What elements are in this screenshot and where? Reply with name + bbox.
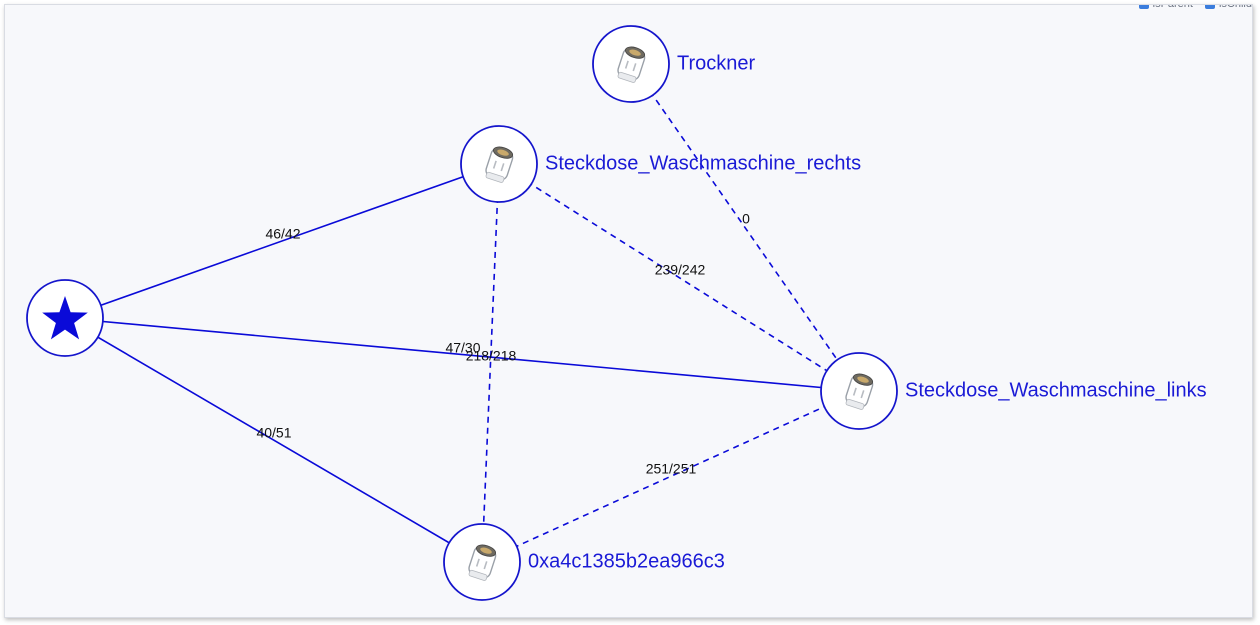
link-rechts-links [498, 163, 860, 392]
link-trockner-links [630, 63, 860, 392]
star-icon [42, 296, 88, 340]
node-links[interactable]: Steckdose_Waschmaschine_links [820, 352, 1207, 430]
link-quality-label: 40/51 [256, 425, 291, 441]
link-coordinator-links [64, 317, 860, 392]
node-label: Steckdose_Waschmaschine_links [905, 379, 1207, 401]
link-coordinator-hex [64, 317, 483, 563]
network-graph: 46/42 47/30 40/51 0 239/242 218/218 251/251 Tr… [26, 25, 1207, 601]
link-rechts-hex [481, 163, 500, 563]
link-quality-label: 0 [742, 211, 750, 227]
node-coordinator[interactable] [26, 279, 104, 357]
node-trockner[interactable]: Trockner [592, 25, 756, 103]
nodes-layer: TrocknerSteckdose_Waschmaschine_rechtsSt… [26, 25, 1207, 601]
link-links-hex [481, 390, 860, 563]
link-quality-label: 218/218 [466, 348, 517, 364]
node-label: Steckdose_Waschmaschine_rechts [545, 152, 861, 174]
legend: isParent isChild [1138, 4, 1252, 10]
edges-layer: 46/42 47/30 40/51 0 239/242 218/218 251/251 [64, 63, 860, 563]
checkbox-icon[interactable] [1138, 5, 1149, 9]
network-map-canvas[interactable]: isParent isChild 46/42 47/30 40/51 0 239/242… [4, 4, 1253, 618]
link-quality-label: 47/30 [445, 340, 480, 356]
legend-item-parent[interactable]: isParent [1138, 4, 1193, 10]
node-label: Trockner [677, 52, 756, 74]
node-hex[interactable]: 0xa4c1385b2ea966c3 [443, 523, 725, 601]
legend-label: isParent [1152, 4, 1193, 10]
legend-label: isChild [1218, 4, 1252, 10]
node-label: 0xa4c1385b2ea966c3 [528, 550, 725, 572]
link-quality-label: 251/251 [646, 461, 697, 477]
node-rechts[interactable]: Steckdose_Waschmaschine_rechts [460, 125, 861, 203]
checkbox-icon[interactable] [1204, 5, 1215, 9]
link-coordinator-rechts [64, 163, 500, 319]
link-quality-label: 239/242 [655, 262, 706, 278]
link-quality-label: 46/42 [265, 226, 300, 242]
legend-item-child[interactable]: isChild [1204, 4, 1252, 10]
